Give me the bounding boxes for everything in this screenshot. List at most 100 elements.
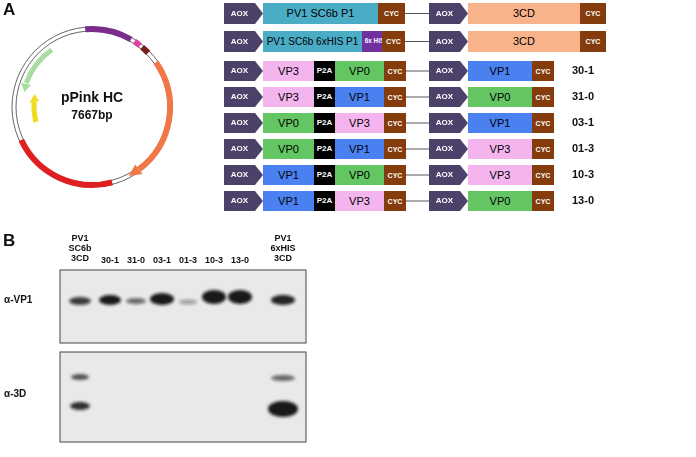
promoter-arrow: AOX xyxy=(429,61,468,81)
promoter-arrow-fill xyxy=(224,165,263,185)
node-text: PV1 SC6b P1 xyxy=(287,8,355,19)
gene-box: VP3 xyxy=(263,87,314,107)
plasmid-name: pPink HC xyxy=(32,90,152,105)
node-text: AOX xyxy=(231,171,248,179)
node-text: VP0 xyxy=(490,196,511,207)
blot-band xyxy=(126,298,146,304)
connector-line xyxy=(405,13,429,14)
promoter-arrow-fill xyxy=(224,87,263,107)
promoter-arrow-fill xyxy=(429,31,468,52)
blot-band xyxy=(70,402,90,410)
promoter-arrow-fill xyxy=(429,113,468,133)
node-text: P2A xyxy=(317,171,333,179)
resistance-arrowhead xyxy=(21,83,31,92)
blot-membrane xyxy=(60,270,306,343)
gene-box: VP0 xyxy=(468,87,532,107)
promoter-arrow-fill xyxy=(224,191,263,211)
node-text: P2A xyxy=(317,197,333,205)
lane-label: 31-0 xyxy=(123,256,149,266)
promoter-arrow-fill xyxy=(224,139,263,159)
promoter-arrow-fill xyxy=(224,61,263,81)
promoter-arrow: AOX xyxy=(224,87,263,107)
blot-band xyxy=(271,375,295,381)
gene-box: VP3 xyxy=(468,165,532,185)
gene-box: VP1 xyxy=(263,165,314,185)
node-text: AOX xyxy=(436,93,453,101)
node-text: CYC xyxy=(388,68,403,75)
node-text: CYC xyxy=(536,172,551,179)
node-text: CYC xyxy=(388,172,403,179)
construct-id: 10-3 xyxy=(572,168,616,180)
node-text: P2A xyxy=(317,93,333,101)
gene-box: VP0 xyxy=(335,61,384,81)
node-text: AOX xyxy=(436,145,453,153)
promoter-arc xyxy=(85,29,131,39)
origin-arc xyxy=(34,102,36,122)
construct-id: 03-1 xyxy=(572,116,616,128)
node-text: CYC xyxy=(536,94,551,101)
promoter-arrow-fill xyxy=(224,31,263,52)
promoter-arrow: AOX xyxy=(429,31,468,52)
promoter-arrow-fill xyxy=(429,61,468,81)
connector-line xyxy=(405,41,429,42)
gene-box: VP1 xyxy=(263,191,314,211)
node-text: VP1 xyxy=(349,144,370,155)
node-text: CYC xyxy=(388,120,403,127)
linker-box: P2A xyxy=(314,139,335,159)
promoter-arrow: AOX xyxy=(429,191,468,211)
terminator-box: CYC xyxy=(384,191,406,211)
node-text: VP0 xyxy=(278,118,299,129)
promoter-arrow: AOX xyxy=(224,165,263,185)
plasmid-size: 7667bp xyxy=(32,109,152,122)
node-text: P2A xyxy=(317,145,333,153)
plasmid-ring xyxy=(12,27,172,187)
node-text: CYC xyxy=(536,68,551,75)
node-text: P2A xyxy=(317,119,333,127)
connector-line xyxy=(406,175,429,176)
gene-box: VP1 xyxy=(468,113,532,133)
terminator-box: CYC xyxy=(384,61,406,81)
gene-box: VP3 xyxy=(263,61,314,81)
connector-line xyxy=(406,149,429,150)
node-text: VP3 xyxy=(349,196,370,207)
promoter-arrow: AOX xyxy=(429,165,468,185)
node-text: VP0 xyxy=(349,66,370,77)
promoter-arrow: AOX xyxy=(224,113,263,133)
terminator-box: CYC xyxy=(384,165,406,185)
promoter-arrow: AOX xyxy=(429,139,468,159)
node-text: VP0 xyxy=(349,170,370,181)
promoter-arrow-fill xyxy=(429,3,468,24)
node-text: 3CD xyxy=(513,36,535,47)
linker-box: P2A xyxy=(314,165,335,185)
blot-band xyxy=(202,290,226,304)
terminator-box: CYC xyxy=(378,3,405,24)
gene-box: 3CD xyxy=(468,31,580,52)
gene-box: VP1 xyxy=(335,87,384,107)
terminator-box: CYC xyxy=(384,113,406,133)
lane-label: 30-1 xyxy=(97,256,123,266)
construct-id: 30-1 xyxy=(572,64,616,76)
terminator-box: CYC xyxy=(532,113,554,133)
promoter-arrow-fill xyxy=(429,87,468,107)
promoter-arrow-fill xyxy=(224,3,263,24)
marker-arc xyxy=(21,140,112,185)
promoter-arrow: AOX xyxy=(224,31,263,52)
node-text: AOX xyxy=(231,145,248,153)
western-blot xyxy=(60,270,306,442)
gene-box: VP0 xyxy=(263,113,314,133)
node-text: CYC xyxy=(386,38,401,45)
blot-band xyxy=(268,401,298,417)
promoter-arrow: AOX xyxy=(429,3,468,24)
blot-band xyxy=(69,297,91,305)
gene-box: VP0 xyxy=(468,191,532,211)
terminator-box: CYC xyxy=(382,31,405,52)
blot-band xyxy=(179,300,197,305)
connector-line xyxy=(406,97,429,98)
promoter-arrow-fill xyxy=(224,113,263,133)
terminator-box: CYC xyxy=(580,3,606,24)
origin-arrowhead xyxy=(30,94,40,103)
terminator-box: CYC xyxy=(580,31,606,52)
linker-box: P2A xyxy=(314,113,335,133)
node-text: VP1 xyxy=(349,92,370,103)
node-text: VP1 xyxy=(490,66,511,77)
